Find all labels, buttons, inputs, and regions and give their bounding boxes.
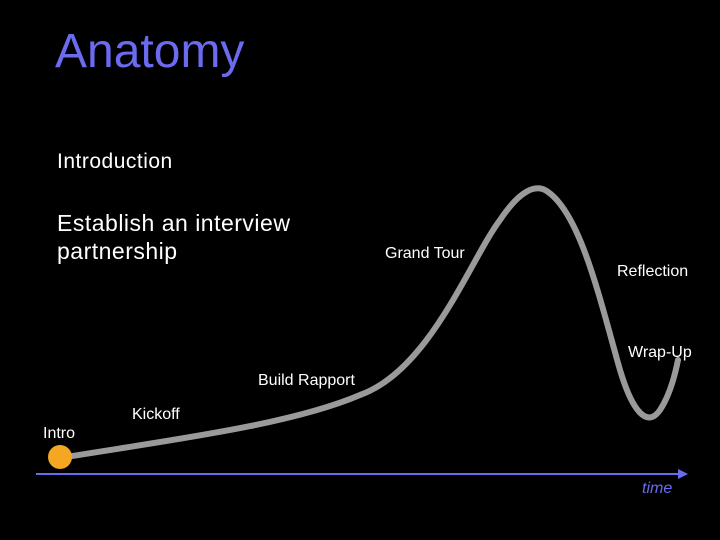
interview-arc-curve bbox=[57, 185, 681, 461]
section-description: Establish an interview partnership bbox=[57, 210, 291, 264]
time-axis-label: time bbox=[642, 480, 673, 497]
current-stage-marker bbox=[48, 445, 72, 469]
stage-label-build-rapport: Build Rapport bbox=[258, 372, 355, 389]
stage-label-wrap-up: Wrap-Up bbox=[628, 344, 692, 361]
stage-label-kickoff: Kickoff bbox=[132, 406, 180, 423]
stage-label-grand-tour: Grand Tour bbox=[385, 245, 465, 262]
stage-label-reflection: Reflection bbox=[617, 263, 689, 280]
stage-label-intro: Intro bbox=[43, 425, 76, 442]
time-axis-arrowhead bbox=[678, 469, 688, 479]
slide-title: Anatomy bbox=[55, 25, 245, 78]
section-heading: Introduction bbox=[57, 150, 173, 173]
